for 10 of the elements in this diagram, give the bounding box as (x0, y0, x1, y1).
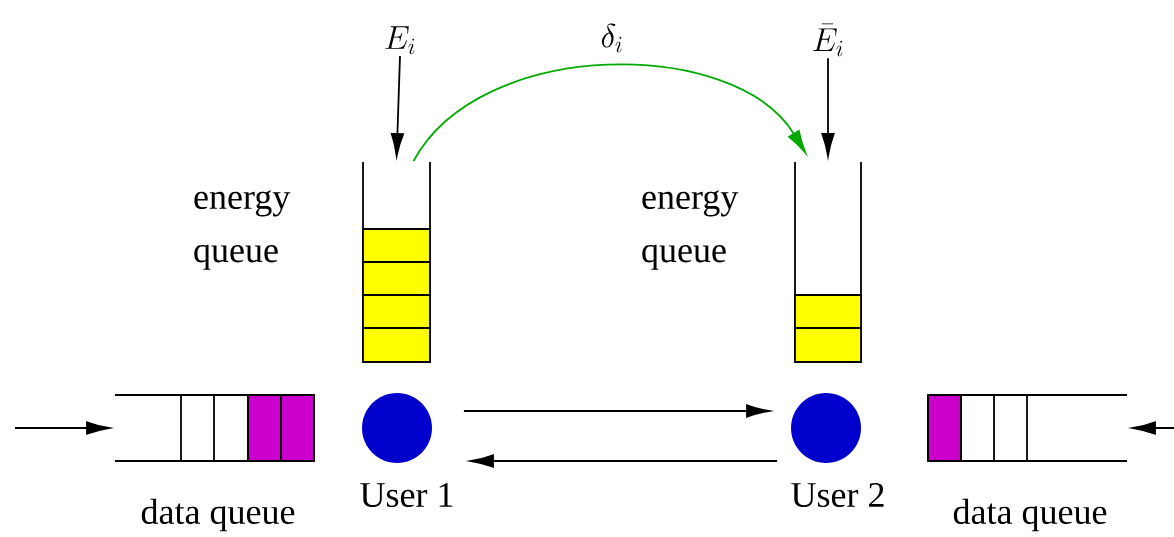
symbol-label: $\bar{E}_i$ (813, 23, 843, 57)
user-label: User 2 (791, 482, 884, 508)
symbol-label: $E_i$ (385, 26, 415, 55)
user-label: User 1 (360, 482, 453, 508)
edge-label: $\delta_i$ (599, 22, 625, 54)
arrow (412, 63, 807, 162)
queue-label: data queue (953, 498, 1107, 532)
queue-label: data queue (141, 498, 295, 532)
queue-label: energy queue (194, 190, 291, 270)
queue-label: energy queue (642, 190, 739, 270)
